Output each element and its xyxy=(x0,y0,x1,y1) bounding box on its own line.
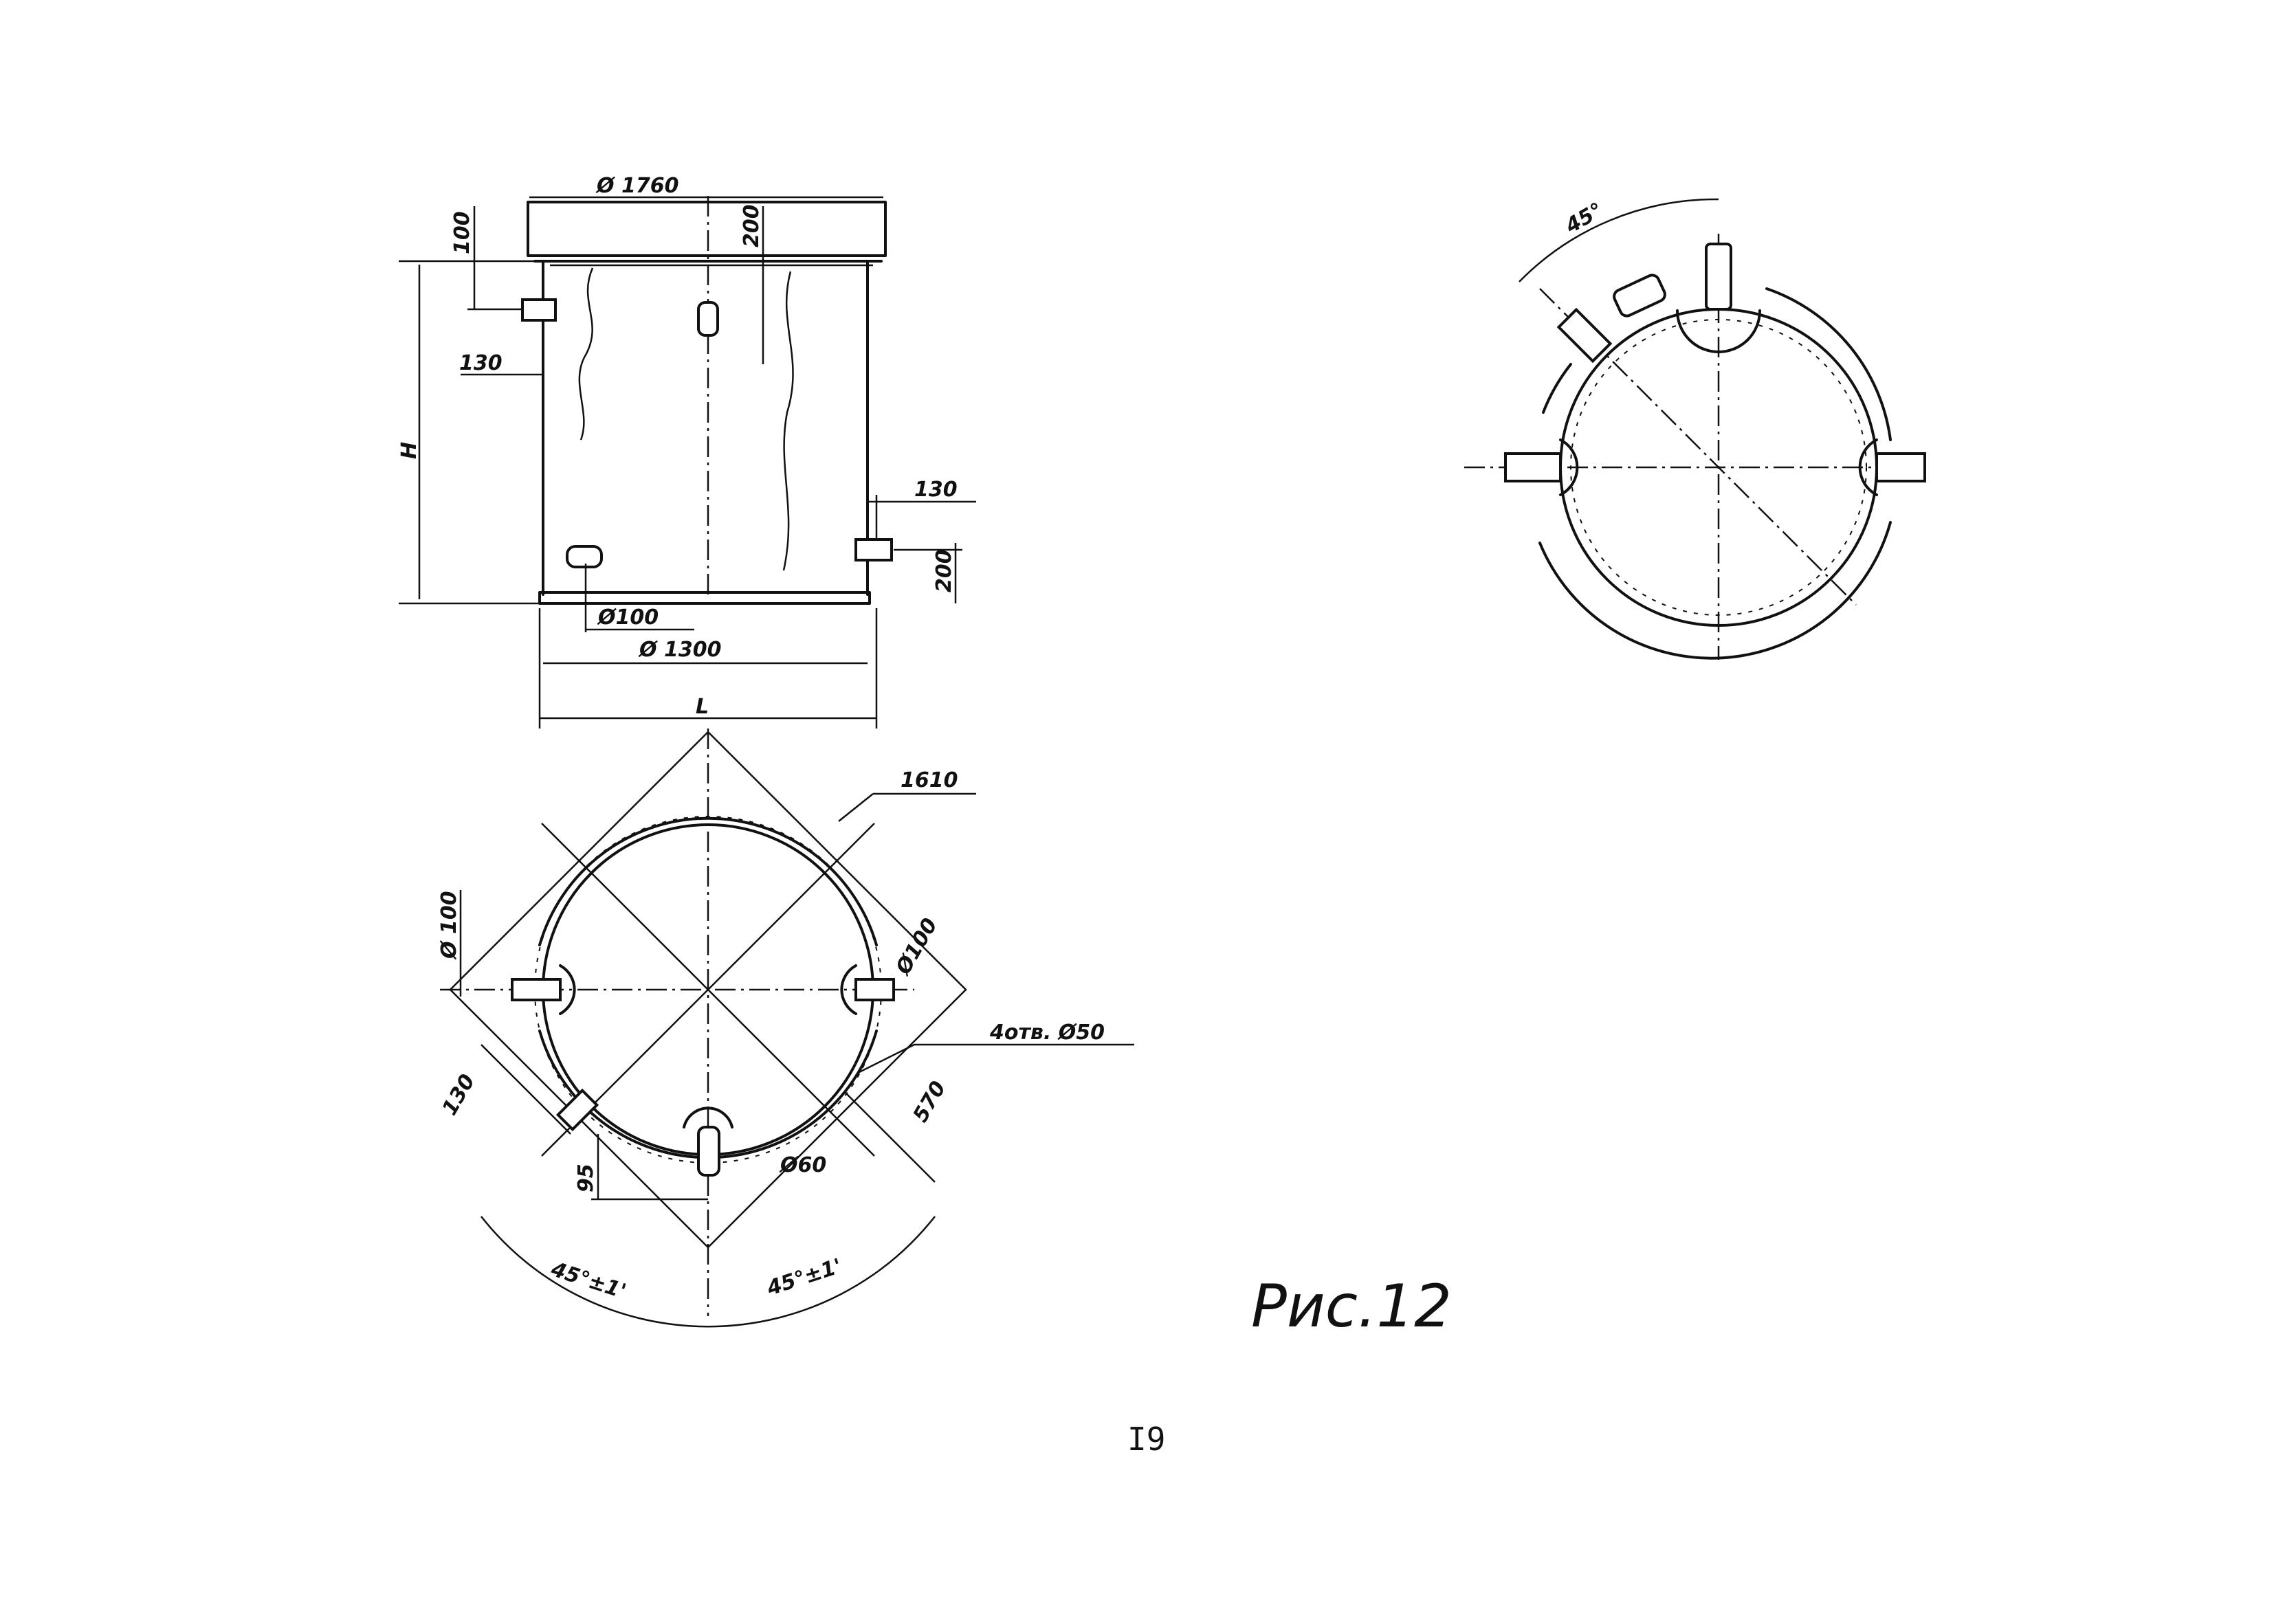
dim-angle-left: 45°±1' xyxy=(548,1257,629,1304)
break-line-left xyxy=(578,267,594,441)
plan-holes-note: 4отв. Ø50 xyxy=(989,1021,1105,1045)
elevation-view: Ø 1760 H 100 130 200 130 200 Ø100 Ø 1300 xyxy=(397,174,976,728)
side-segment-bottom xyxy=(1538,521,1892,660)
side-segment-right-top xyxy=(1765,287,1892,441)
side-fitting-left xyxy=(1504,452,1562,482)
pipe-fitting-lower-left xyxy=(566,545,603,568)
pipe-fitting-lower-right xyxy=(854,538,893,561)
side-fitting-diagonal xyxy=(1556,307,1613,364)
pipe-fitting-upper-left xyxy=(521,298,557,322)
plan-fitting-lower-left xyxy=(555,1088,599,1132)
figure-caption: Рис.12 xyxy=(1251,1272,1452,1341)
page-number: I9 xyxy=(1127,1421,1165,1458)
side-fitting-right xyxy=(1875,452,1926,482)
plan-view: 1610 Ø 100 Ø100 4отв. Ø50 130 570 95 Ø60… xyxy=(437,728,1134,1328)
side-angle-arc xyxy=(1519,198,1719,282)
dim-plan-130: 130 xyxy=(438,1070,481,1120)
side-fitting-top xyxy=(1705,243,1732,311)
dim-right-130: 130 xyxy=(914,478,958,502)
pipe-fitting-upper-center xyxy=(697,301,719,337)
dim-left-130: 130 xyxy=(459,351,503,375)
plan-fitting-left xyxy=(511,978,562,1001)
dim-pipe-dia: Ø100 xyxy=(597,605,659,630)
outer-segment-top xyxy=(538,816,878,946)
bottom-base xyxy=(538,591,871,605)
dim-height: H xyxy=(397,442,421,459)
dim-angle-right: 45°±1' xyxy=(764,1254,845,1301)
side-segment-left xyxy=(1542,363,1572,414)
dim-plan-pipe-left: Ø 100 xyxy=(437,891,461,960)
dim-plan-570: 570 xyxy=(909,1077,951,1126)
dim-plan-95: 95 xyxy=(574,1164,598,1192)
dim-top-offset: 100 xyxy=(450,211,474,254)
top-flange xyxy=(527,201,887,257)
side-view: 45° xyxy=(1464,198,1926,660)
plan-fitting-bottom xyxy=(697,1126,720,1177)
dim-width: L xyxy=(696,695,709,719)
dim-plan-pipe-bottom: Ø60 xyxy=(779,1153,826,1177)
dim-outer-1610: 1610 xyxy=(901,768,958,792)
dim-right-200: 200 xyxy=(932,549,956,592)
dim-plan-pipe-right: Ø100 xyxy=(891,914,942,980)
break-line-right xyxy=(782,271,794,571)
angle-arc xyxy=(481,1216,936,1328)
dim-top-right-200: 200 xyxy=(740,204,764,247)
side-block-top-left xyxy=(1613,274,1666,318)
dim-top-flange-dia: Ø 1760 xyxy=(595,174,678,198)
dim-bottom-dia: Ø 1300 xyxy=(638,638,721,662)
plan-fitting-right xyxy=(854,978,895,1001)
